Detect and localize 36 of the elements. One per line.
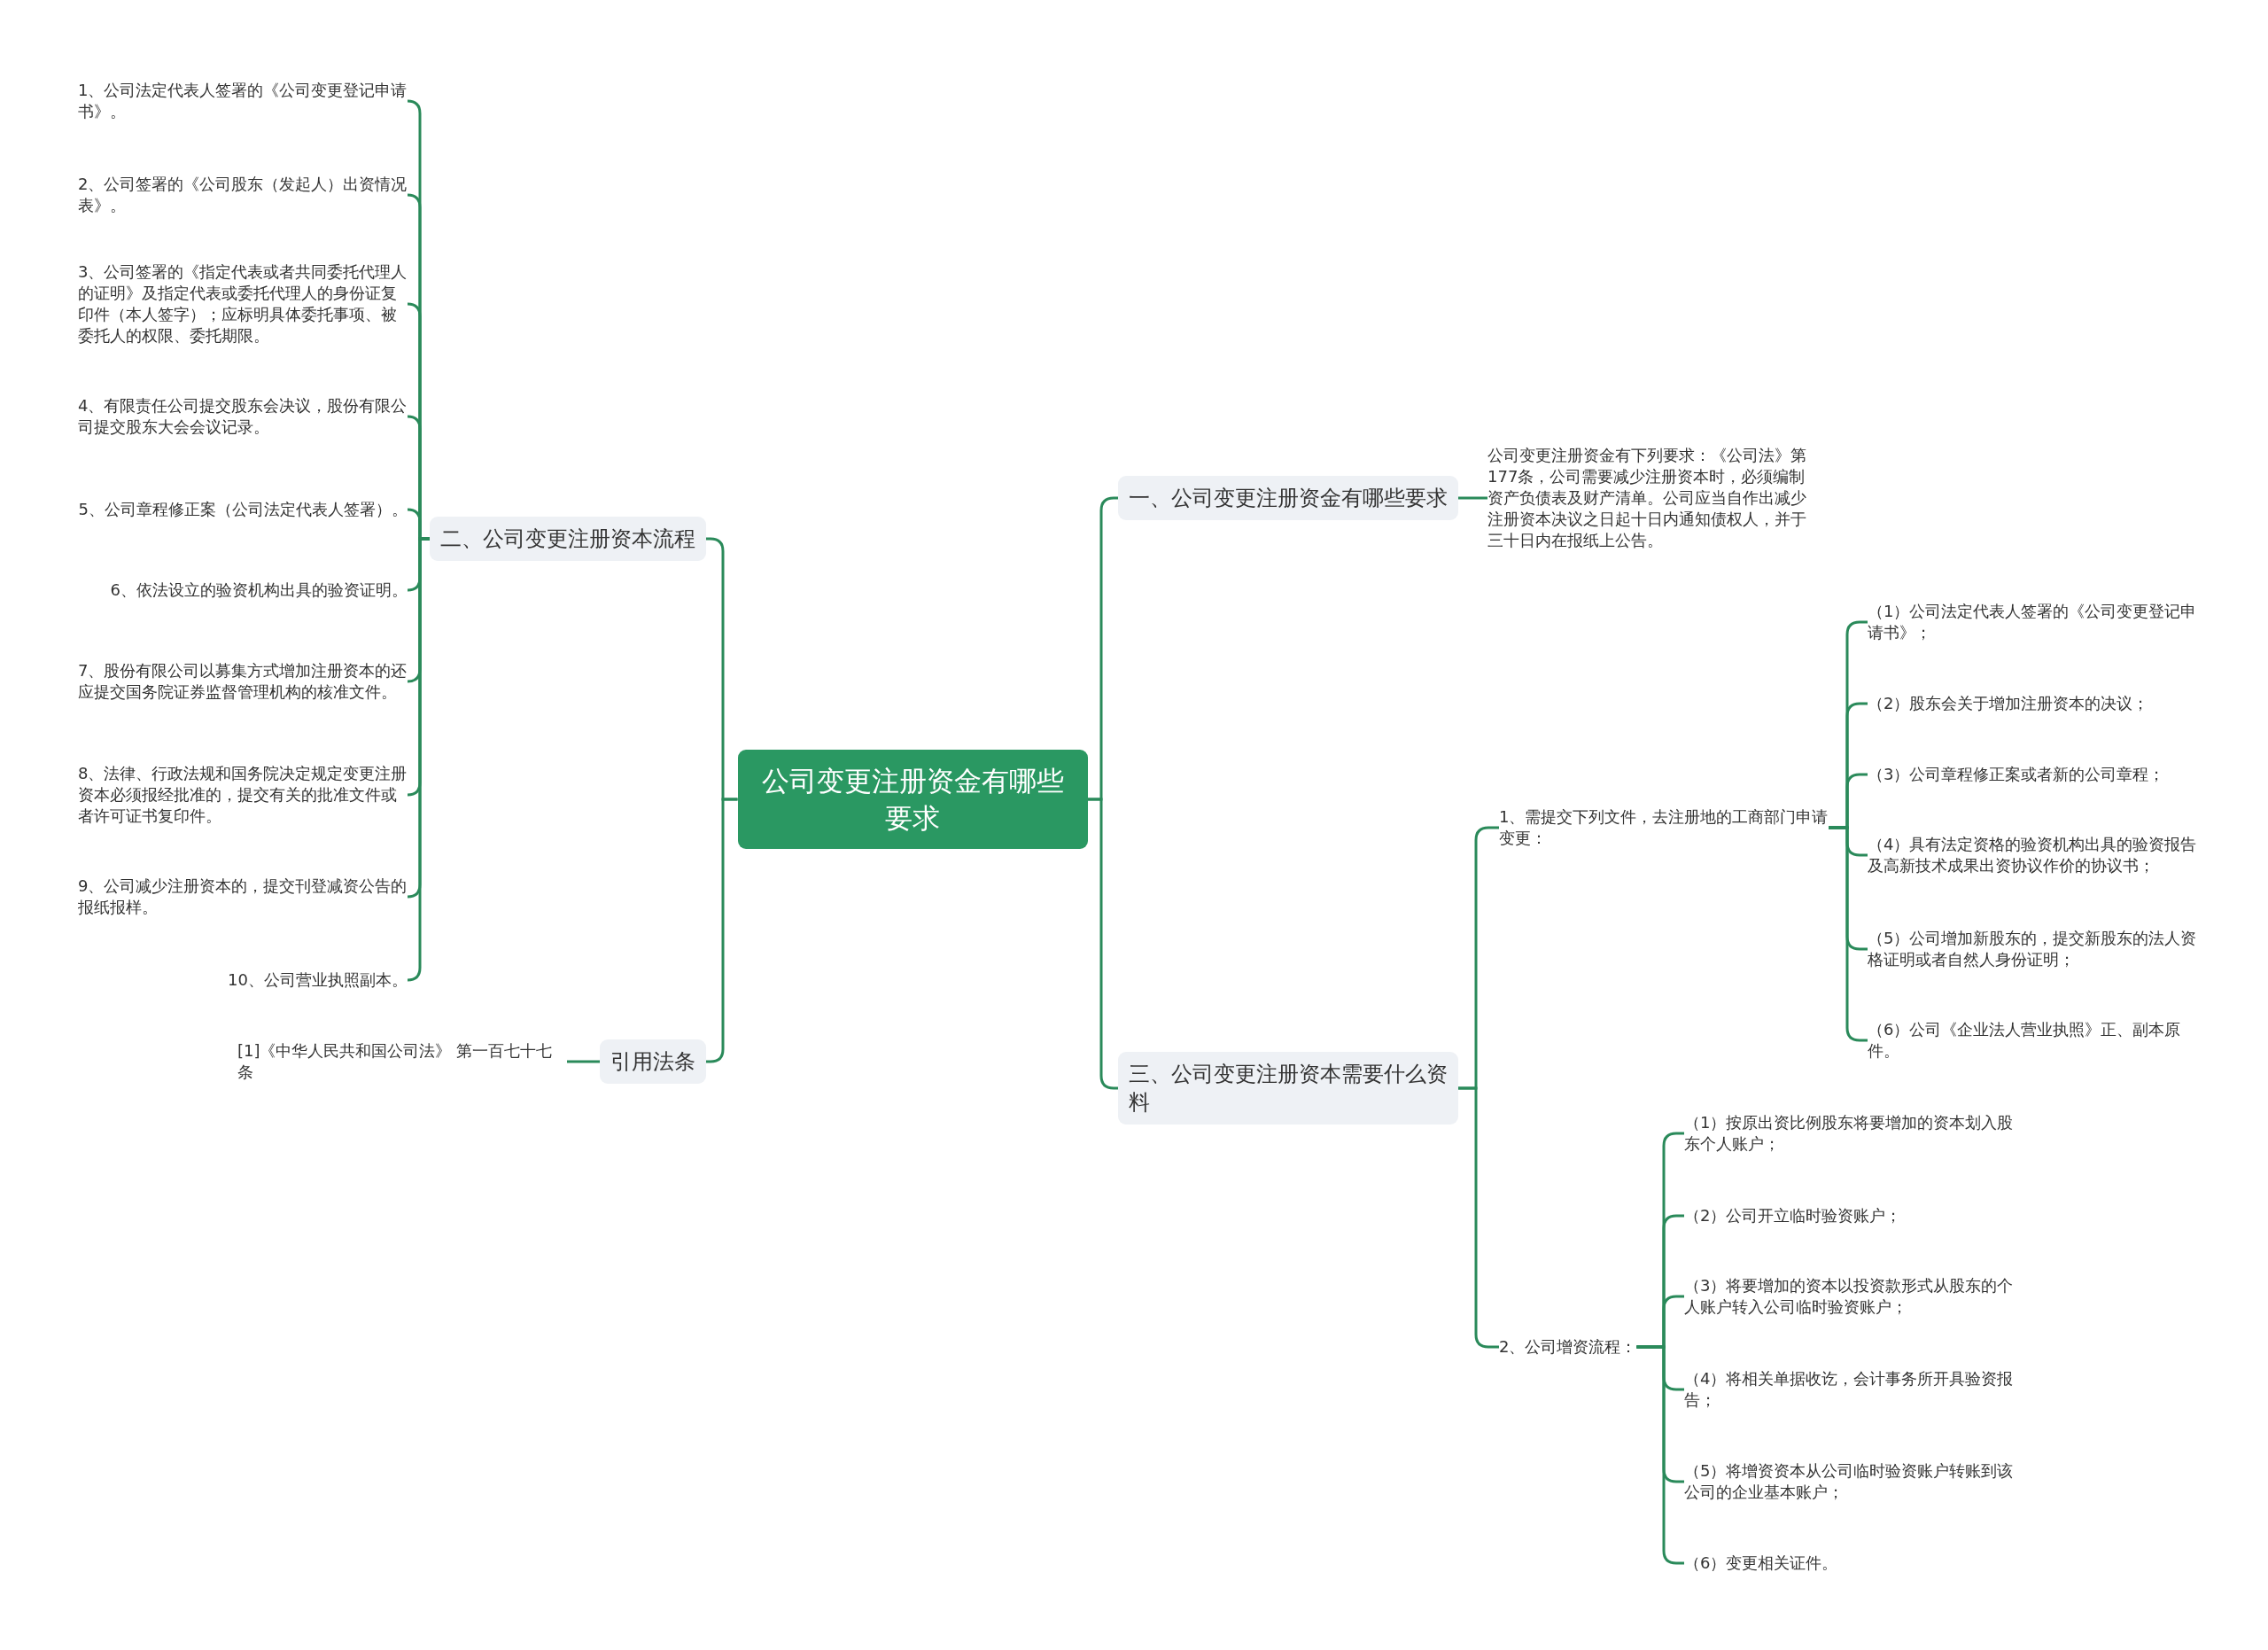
- item-text: （3）将要增加的资本以投资款形式从股东的个人账户转入公司临时验资账户；: [1684, 1275, 2014, 1318]
- item-text: 2、公司增资流程：: [1499, 1336, 1637, 1358]
- connector-line: [1458, 496, 1487, 500]
- item-text: （4）具有法定资格的验资机构出具的验资报告及高新技术成果出资协议作价的协议书；: [1868, 834, 2197, 876]
- item-text: （3）公司章程修正案或者新的公司章程；: [1868, 764, 2165, 785]
- item-text: （1）公司法定代表人签署的《公司变更登记申请书》；: [1868, 601, 2197, 643]
- item-text: 4、有限责任公司提交股东会决议，股份有限公司提交股东大会会议记录。: [78, 395, 408, 438]
- item-text: 3、公司签署的《指定代表或者共同委托代理人的证明》及指定代表或委托代理人的身份证复印件（本人签字）；应标明具体委托事项、被委托人的权限、委托期限。: [78, 261, 408, 346]
- item-text: 5、公司章程修正案（公司法定代表人签署）。: [78, 499, 408, 520]
- topic-box: 引用法条: [600, 1039, 706, 1084]
- item-text: 6、依法设立的验资机构出具的验资证明。: [110, 580, 408, 601]
- connector-line: [706, 798, 738, 1063]
- item-text: 1、需提交下列文件，去注册地的工商部门申请变更：: [1499, 806, 1829, 849]
- topic-box: 三、公司变更注册资本需要什么资料: [1118, 1052, 1458, 1125]
- item-text: 2、公司签署的《公司股东（发起人）出资情况表》。: [78, 174, 408, 216]
- item-text: 9、公司减少注册资本的，提交刊登减资公告的报纸报样。: [78, 876, 408, 918]
- item-text: 公司变更注册资金有下列要求：《公司法》第177条，公司需要减少注册资本时，必须编制资产负债表及财产清单。公司应当自作出减少注册资本决议之日起十日内通知债权人，并于三十日内在报纸上公告。: [1487, 445, 1819, 551]
- item-text: [1]《中华人民共和国公司法》 第一百七十七条: [237, 1040, 567, 1083]
- item-text: （4）将相关单据收讫，会计事务所开具验资报告；: [1684, 1368, 2014, 1411]
- connector-line: [406, 537, 430, 982]
- connector-line: [1087, 798, 1118, 1090]
- item-text: （1）按原出资比例股东将要增加的资本划入股东个人账户；: [1684, 1112, 2014, 1155]
- item-text: 10、公司营业执照副本。: [228, 969, 408, 991]
- item-text: （2）股东会关于增加注册资本的决议；: [1868, 693, 2149, 714]
- connector-line: [567, 1060, 600, 1063]
- topic-box: 二、公司变更注册资本流程: [430, 517, 706, 561]
- item-text: （6）变更相关证件。: [1684, 1553, 1838, 1574]
- topic-box: 一、公司变更注册资金有哪些要求: [1118, 476, 1458, 520]
- item-text: 1、公司法定代表人签署的《公司变更登记申请书》。: [78, 80, 408, 122]
- item-text: （2）公司开立临时验资账户；: [1684, 1205, 1902, 1226]
- item-text: （5）公司增加新股东的，提交新股东的法人资格证明或者自然人身份证明；: [1868, 928, 2197, 970]
- item-text: 8、法律、行政法规和国务院决定规定变更注册资本必须报经批准的，提交有关的批准文件或者许可证书复印件。: [78, 763, 408, 827]
- item-text: （5）将增资资本从公司临时验资账户转账到该公司的企业基本账户；: [1684, 1460, 2014, 1503]
- item-text: （6）公司《企业法人营业执照》正、副本原件。: [1868, 1019, 2197, 1062]
- item-text: 7、股份有限公司以募集方式增加注册资本的还应提交国务院证券监督管理机构的核准文件。: [78, 660, 408, 703]
- central-topic-box: 公司变更注册资金有哪些要求: [737, 750, 1088, 849]
